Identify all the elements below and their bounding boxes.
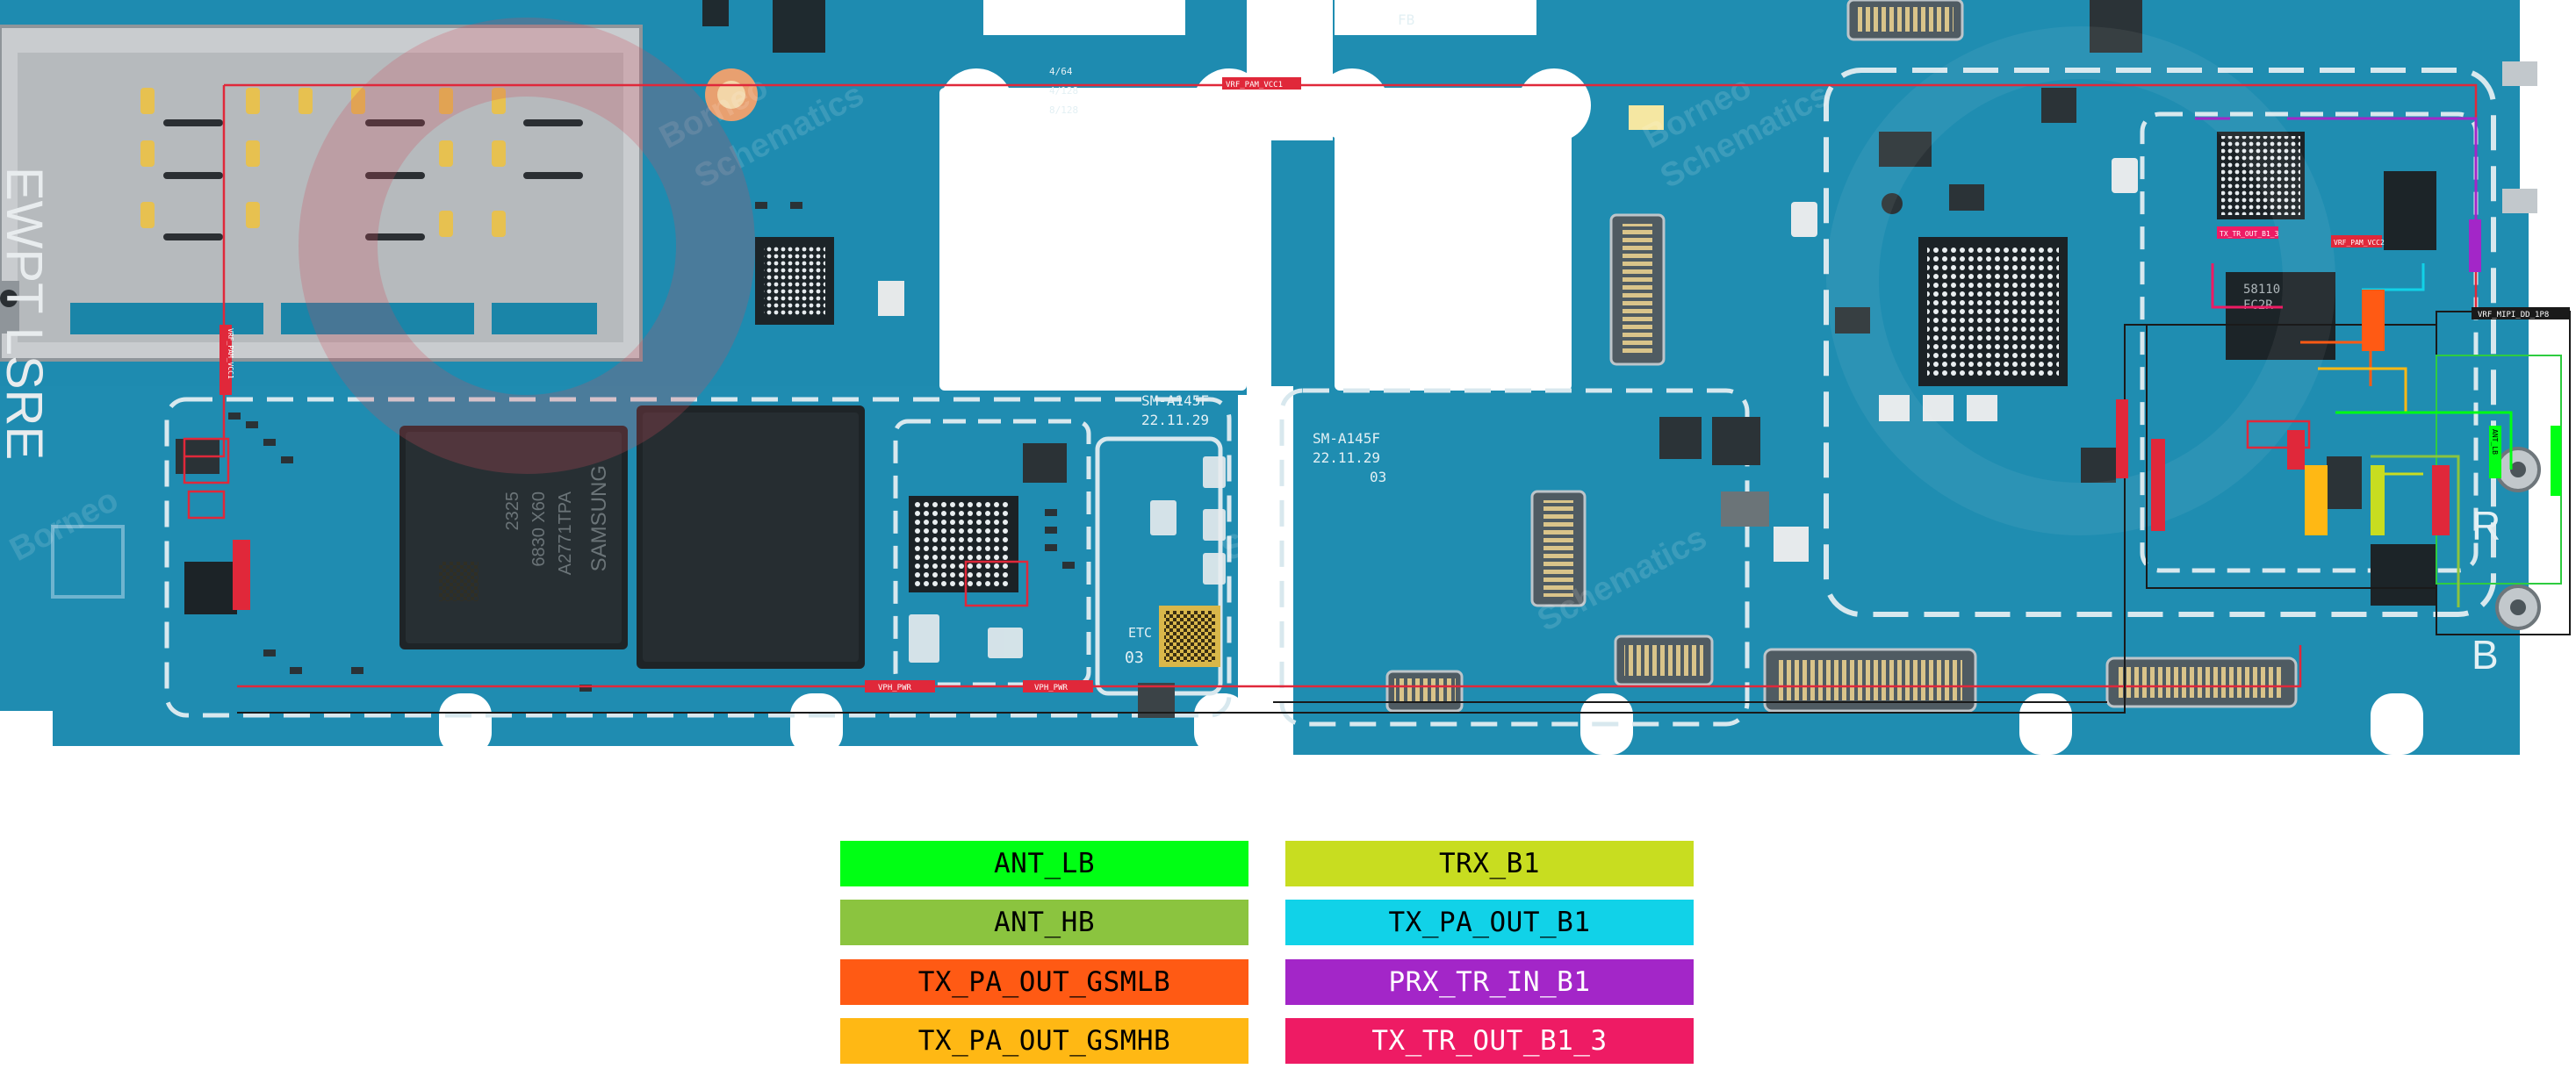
left-board: EWPT LSRE SAMSUNG A2771TPA 6830 X60 2325 <box>0 0 1807 755</box>
fb-print: FB <box>1398 11 1414 28</box>
net-overlay: VRF_PAM_VCC1 VRF_PAM_VCC1 VPH_PWR VPH_PW… <box>183 77 2571 714</box>
variant-print-2: 4/128 <box>1049 85 1078 97</box>
model-print-right: SM-A145F <box>1313 430 1380 447</box>
date-print-right: 22.11.29 <box>1313 449 1380 466</box>
coax-connector-top <box>2495 447 2541 492</box>
coax-connector-bottom <box>2495 585 2541 630</box>
legend-item-tx-tr-out-b1-3: TX_TR_OUT_B1_3 <box>1285 1018 1694 1064</box>
cpu-bga <box>1918 237 2068 386</box>
net-label-mipi: VRF_MIPI_DD_1P8 <box>2478 311 2549 319</box>
small-connector-1 <box>1614 635 1714 686</box>
net-label-ant: ANT_LB <box>2491 429 2499 455</box>
legend-label: ANT_LB <box>994 848 1095 879</box>
net-label-bottom-left: VPH_PWR <box>878 684 912 692</box>
legend-item-tx-pa-out-gsmlb: TX_PA_OUT_GSMLB <box>840 959 1248 1005</box>
date-print-left: 22.11.29 <box>1141 412 1209 428</box>
net-label-top-rail: VRF_PAM_VCC1 <box>1226 81 1283 90</box>
variant-print-1: 4/64 <box>1049 66 1073 77</box>
legend-label: TX_PA_OUT_GSMLB <box>917 966 1171 998</box>
memory-chip-brand: SAMSUNG <box>587 465 611 571</box>
memory-chip-part: A2771TPA <box>556 491 575 575</box>
net-label-left-rail: VRF_PAM_VCC1 <box>227 328 234 379</box>
rf-chip-line-1: 58110 <box>2243 283 2280 297</box>
rf-chip-line-2: FC2R <box>2243 298 2273 312</box>
sim-side-print: EWPT LSRE <box>0 167 53 460</box>
corner-r-print: R <box>2472 503 2500 549</box>
legend-label: PRX_TR_IN_B1 <box>1388 966 1591 998</box>
legend-item-prx-tr-in-b1: PRX_TR_IN_B1 <box>1285 959 1694 1005</box>
legend-item-ant-lb: ANT_LB <box>840 841 1248 886</box>
top-connector <box>1846 0 1964 41</box>
etc-print: ETC <box>1128 625 1152 641</box>
small-connector-2 <box>1385 670 1464 713</box>
pmic-bga <box>909 496 1018 592</box>
net-label-pa-vcc: VRF_PAM_VCC2 <box>2334 239 2385 247</box>
side-connector <box>1530 490 1587 607</box>
legend-item-ant-hb: ANT_HB <box>840 900 1248 945</box>
rf-transceiver-bga <box>2217 132 2305 219</box>
legend-label: TX_PA_OUT_B1 <box>1388 907 1591 938</box>
corner-b-print: B <box>2472 632 2499 678</box>
pa-module: 58110 FC2R <box>2226 272 2335 360</box>
sim-tray: EWPT LSRE <box>0 25 643 460</box>
samsung-memory-chip: SAMSUNG A2771TPA 6830 X60 2325 <box>399 426 628 649</box>
variant-print-3: 8/128 <box>1049 104 1078 116</box>
legend-label: TX_TR_OUT_B1_3 <box>1371 1025 1608 1057</box>
legend-item-tx-pa-out-b1: TX_PA_OUT_B1 <box>1285 900 1694 945</box>
legend-label: TX_PA_OUT_GSMHB <box>917 1025 1171 1057</box>
legend-label: ANT_HB <box>994 907 1095 938</box>
bottom-connector-1 <box>1763 648 1977 713</box>
memory-chip-date: 2325 <box>503 491 522 531</box>
legend-label: TRX_B1 <box>1439 848 1540 879</box>
bottom-connector-2 <box>2105 656 2298 708</box>
legend-item-tx-pa-out-gsmhb: TX_PA_OUT_GSMHB <box>840 1018 1248 1064</box>
net-label-bottom-mid: VPH_PWR <box>1034 684 1069 692</box>
net-label-tx-tr: TX_TR_OUT_B1_3 <box>2220 230 2279 238</box>
storage-chip <box>637 405 865 669</box>
net-legend: ANT_LB TRX_B1 ANT_HB TX_PA_OUT_B1 TX_PA_… <box>840 841 1696 1069</box>
memory-chip-lot: 6830 X60 <box>529 491 549 567</box>
rev-print-right: 03 <box>1370 469 1386 485</box>
legend-item-trx-b1: TRX_B1 <box>1285 841 1694 886</box>
model-print-left: SM-A145F <box>1141 392 1209 409</box>
svg-text:SAMSUNG: SAMSUNG <box>587 465 611 571</box>
right-board: 58110 FC2R <box>1271 0 2576 755</box>
display-connector <box>1609 213 1666 366</box>
etc-rev-print: 03 <box>1125 649 1144 667</box>
pcb-board: EWPT LSRE SAMSUNG A2771TPA 6830 X60 2325 <box>0 0 2576 755</box>
